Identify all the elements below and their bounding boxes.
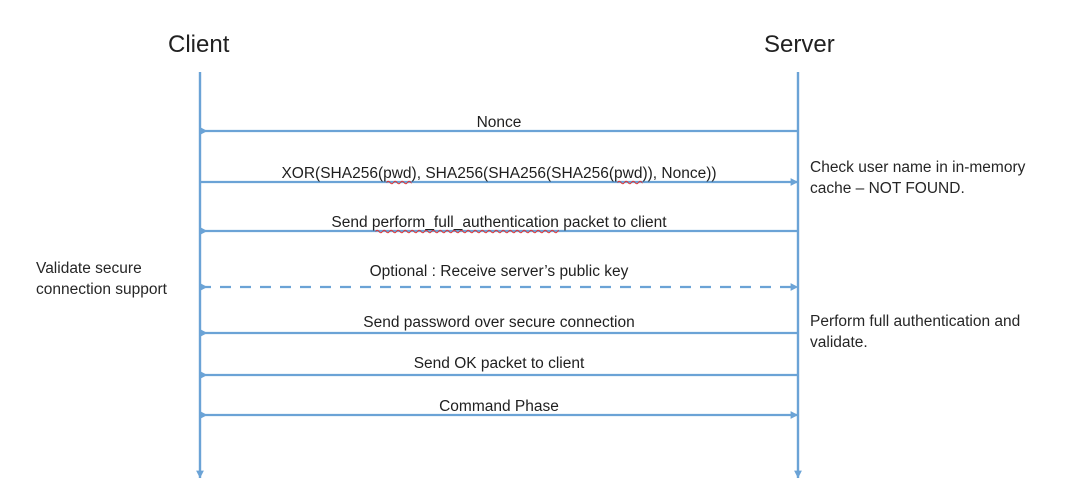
message-label-send-password-secure: Send password over secure connection xyxy=(363,314,635,331)
message-label-command-phase: Command Phase xyxy=(439,398,559,415)
note-perform-full-auth: Perform full authentication and validate. xyxy=(810,312,1072,354)
actor-label-client: Client xyxy=(168,31,230,58)
message-label-send-ok-packet: Send OK packet to client xyxy=(413,355,585,372)
spellcheck-token: pwd xyxy=(383,165,412,182)
note-validate-secure-line-1: Validate secure xyxy=(36,260,142,277)
note-validate-secure-line-2: connection support xyxy=(36,280,167,298)
note-perform-full-auth-line-2: validate. xyxy=(810,333,868,351)
message-arrows-group xyxy=(200,127,799,419)
message-label-nonce: Nonce xyxy=(476,114,522,131)
spellcheck-token: pwd xyxy=(614,165,643,182)
note-check-user-name: Check user name in in-memory cache – NOT … xyxy=(810,158,1072,200)
note-validate-secure: Validate secure connection support xyxy=(36,259,206,301)
note-check-user-name-line-1: Check user name in in-memory xyxy=(810,159,1026,176)
message-label-xor-response: XOR(SHA256(pwd), SHA256(SHA256(SHA256(pw… xyxy=(281,165,717,182)
note-perform-full-auth-line-1: Perform full authentication and xyxy=(810,313,1021,330)
lifelines-group xyxy=(196,72,802,479)
spellcheck-token: perform_full_authentication xyxy=(371,214,559,231)
message-label-optional-public-key: Optional : Receive server’s public key xyxy=(369,263,629,280)
note-check-user-name-line-2: cache – NOT FOUND. xyxy=(810,179,965,197)
actor-label-server: Server xyxy=(764,31,835,58)
message-label-perform-full-authentication: Send perform_full_authentication packet … xyxy=(331,214,667,231)
